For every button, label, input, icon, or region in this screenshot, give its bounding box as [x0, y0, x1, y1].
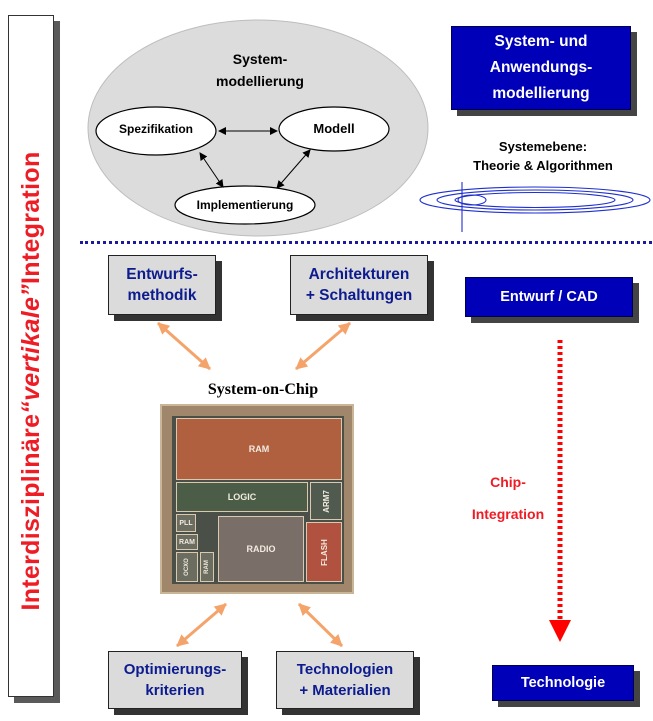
- optimization-criteria-box: Optimierungs- kriterien: [108, 651, 242, 709]
- chip-ram-top-label: RAM: [248, 444, 270, 454]
- chip-ram-small-block: RAM: [200, 552, 214, 582]
- model-label: Modell: [313, 121, 355, 136]
- technology-box: Technologie: [492, 665, 634, 701]
- chip-flash-block: FLASH: [306, 522, 342, 582]
- technologies-materials-box: Technologien + Materialien: [276, 651, 414, 709]
- tech-line1: Technologien: [296, 661, 394, 678]
- chip-arm-label: ARM7: [321, 489, 331, 513]
- methodik-line1: Entwurfs-: [126, 266, 198, 283]
- design-methodology-box: Entwurfs- methodik: [108, 255, 216, 315]
- system-application-line1: System- und: [494, 33, 588, 50]
- design-cad-label: Entwurf / CAD: [500, 289, 598, 305]
- chip-pll-label: PLL: [179, 519, 193, 527]
- chip-integration-label: Chip- Integration: [458, 466, 558, 530]
- chip-ram-left-block: RAM: [176, 534, 198, 550]
- system-modeling-title-line2: modellierung: [216, 73, 304, 89]
- arrow-arch-soc: [295, 321, 351, 371]
- technology-label: Technologie: [520, 675, 606, 691]
- chip-radio-block: RADIO: [218, 516, 304, 582]
- chip-logic-block: LOGIC: [176, 482, 308, 512]
- system-level-line1: Systemebene:: [498, 139, 588, 154]
- methodik-line2: methodik: [127, 287, 197, 304]
- architectures-circuits-box: Architekturen + Schaltungen: [290, 255, 428, 315]
- model-node: [278, 106, 390, 152]
- system-application-modeling-box: System- und Anwendungs- modellierung: [451, 26, 631, 110]
- chip-integration-line1: Chip-: [490, 474, 526, 490]
- system-application-line3: modellierung: [492, 85, 590, 102]
- chip-radio-label: RADIO: [246, 544, 276, 554]
- system-level-line2: Theorie & Algorithmen: [473, 158, 613, 173]
- impl-node: [174, 185, 316, 225]
- orbit-rings-icon: [419, 182, 651, 232]
- system-modeling-title-line1: System-: [232, 51, 288, 67]
- arrow-methodik-soc: [157, 321, 211, 371]
- chip-ocxo-block: OCXO: [176, 552, 198, 582]
- chip-integration-line2: Integration: [471, 506, 545, 522]
- arrow-soc-tech: [297, 602, 344, 648]
- chip-pll-block: PLL: [176, 514, 196, 532]
- arrow-soc-opt: [176, 602, 227, 648]
- system-modeling-title: System- modellierung: [190, 48, 330, 92]
- impl-label: Implementierung: [196, 198, 294, 212]
- arrow-model-impl: [276, 149, 311, 189]
- chip-ram-top-block: RAM: [176, 418, 342, 480]
- soc-chip-image: RAM LOGIC ARM7 PLL RAM OCXO RAM RADIO FL…: [160, 404, 354, 594]
- spec-node: [95, 106, 217, 156]
- arch-line2: + Schaltungen: [305, 287, 413, 304]
- sidebar-panel: Interdisziplinäre “vertikale” Integratio…: [8, 15, 54, 697]
- system-level-text: Systemebene: Theorie & Algorithmen: [436, 137, 650, 175]
- opt-line1: Optimierungs-: [123, 661, 227, 678]
- chip-ram-small-label: RAM: [204, 560, 211, 574]
- arch-line1: Architekturen: [308, 266, 410, 283]
- chip-logic-label: LOGIC: [227, 492, 257, 502]
- chip-integration-arrowhead: [549, 620, 571, 642]
- chip-ocxo-label: OCXO: [183, 558, 190, 576]
- design-cad-box: Entwurf / CAD: [465, 277, 633, 317]
- system-application-line2: Anwendungs-: [489, 59, 593, 76]
- soc-title: System-on-Chip: [207, 381, 319, 398]
- spec-label: Spezifikation: [118, 122, 193, 136]
- opt-line2: kriterien: [145, 682, 205, 699]
- section-divider: [80, 241, 652, 244]
- arrow-spec-impl: [199, 152, 224, 188]
- chip-flash-label: FLASH: [319, 538, 329, 566]
- tech-line2: + Materialien: [299, 682, 391, 699]
- chip-arm-block: ARM7: [310, 482, 342, 520]
- chip-ram-left-label: RAM: [179, 538, 195, 546]
